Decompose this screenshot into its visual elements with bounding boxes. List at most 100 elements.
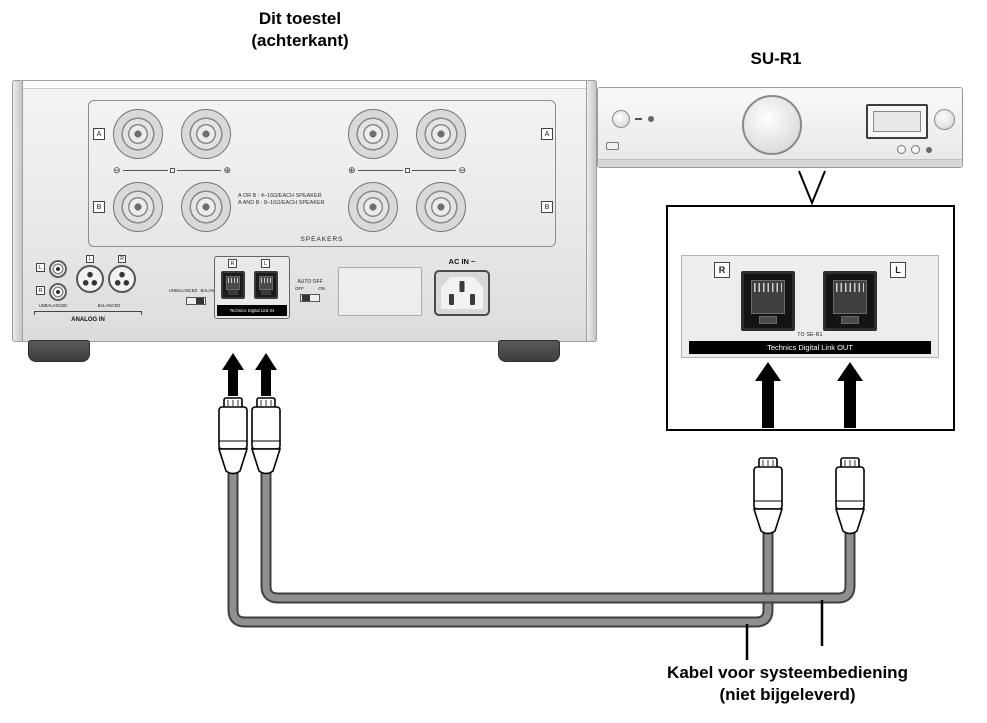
input-select-switch-label: UNBALANCED BALANCED [156,288,236,293]
digital-link-in-port-l [254,271,278,299]
polarity-square [404,167,410,173]
polarity-minus-icon: ⊖ [458,164,466,175]
impedance-line1: A OR B : 4–16Ω/EACH SPEAKER [238,193,322,199]
device-title: Dit toestel (achterkant) [150,8,450,52]
sur1-indicator-dot [648,116,654,122]
auto-off-title: AUTO OFF [297,279,323,285]
digital-in-port-l-label: L [261,259,270,268]
cable-label-line1: Kabel voor systeembediening [667,663,908,682]
binding-post [416,182,466,232]
xlr-jack-l [76,265,104,293]
sur1-jack-1 [897,145,906,154]
digital-link-out-port-l [823,271,877,331]
binding-post [113,109,163,159]
balanced-label: BALANCED [97,303,121,308]
speaker-row-label: A [93,128,105,140]
auto-off-switch [300,294,320,302]
callout-pointer [798,170,826,206]
device-foot-right [498,340,560,362]
speaker-row-label: B [93,201,105,213]
up-arrow-icon [222,353,244,396]
sur1-power-button [606,142,619,150]
polarity-line [176,169,222,171]
ac-in-label: AC IN ~ [448,257,476,266]
binding-post [348,109,398,159]
digital-link-out-port-r [741,271,795,331]
auto-off-positions: OFF ON [290,286,330,291]
speaker-row-label: B [541,201,553,213]
unbalanced-label: UNBALANCED [38,303,68,308]
polarity-indicator-right: ⊕ ⊖ [348,163,466,177]
rj45-latch [759,316,777,324]
rj45-latch [841,316,859,324]
ac-pin [459,281,465,292]
cable-label: Kabel voor systeembediening (niet bijgel… [590,662,985,706]
cable-plug [834,457,866,535]
xlr-jack-r [108,265,136,293]
callout-port-r-label: R [714,262,730,278]
polarity-minus-icon: ⊖ [113,164,121,175]
auto-off-on-label: ON [318,286,325,291]
rca-jack-l [49,260,67,278]
polarity-line [122,169,168,171]
device-foot-left [28,340,90,362]
polarity-square [169,167,175,173]
system-cable-2 [260,446,856,604]
sur1-volume-knob [742,95,802,155]
ac-inlet [434,270,490,316]
device-title-line1: Dit toestel [258,9,342,28]
analog-in-label: ANALOG IN [71,317,105,323]
digital-link-in-port-r [221,271,245,299]
sur1-small-knob-right [934,109,955,130]
speaker-terminal-panel [88,100,556,247]
binding-post [416,109,466,159]
device-title-line2: (achterkant) [251,31,349,50]
input-select-right-label: BALANCED [200,288,224,293]
to-se-r1-label: TO SE-R1 [797,332,823,338]
ac-pin [449,294,454,305]
system-cable-1 [227,446,774,628]
digital-link-in-strip: Technics Digital Link IN [217,305,287,316]
rj45-pins [751,280,785,314]
ac-inlet-recess [441,277,483,309]
binding-post [113,182,163,232]
sur1-small-knob-left [612,110,630,128]
speaker-impedance-info: A OR B : 4–16Ω/EACH SPEAKER A AND B : 8–… [238,193,348,207]
cable-plug [217,397,249,475]
impedance-line2: A AND B : 8–16Ω/EACH SPEAKER [238,200,325,206]
cable-label-line2: (niet bijgeleverd) [719,685,856,704]
ac-pin [470,294,475,305]
sur1-base [598,159,962,167]
cable-plug [752,457,784,535]
sur1-title: SU-R1 [750,49,802,68]
analog-in-bracket [34,311,142,315]
speakers-section-label: SPEAKERS [300,236,344,243]
digital-link-out-strip: Technics Digital Link OUT [689,341,931,354]
digital-in-port-r-label: R [228,259,237,268]
up-arrow-icon [837,362,863,428]
switch-knob [196,298,204,304]
polarity-plus-icon: ⊕ [348,164,356,175]
polarity-plus-icon: ⊕ [223,164,231,175]
rj45-pins [259,276,273,290]
rj45-latch [261,290,271,295]
binding-post [181,109,231,159]
polarity-indicator-left: ⊖ ⊕ [113,163,231,177]
cable-plug [250,397,282,475]
sur1-display [866,104,928,139]
rj45-latch [228,290,238,295]
xlr-label-r: R [118,255,126,263]
switch-knob [302,295,310,301]
rca-label-r: R [36,286,45,295]
auto-off-off-label: OFF [295,286,304,291]
xlr-label-l: L [86,255,94,263]
rca-jack-r [49,283,67,301]
device-top-edge [23,81,586,89]
binding-post [181,182,231,232]
rca-label-l: L [36,263,45,272]
sur1-dash-mark [635,118,642,120]
sur1-jack-2 [911,145,920,154]
rj45-pins [226,276,240,290]
